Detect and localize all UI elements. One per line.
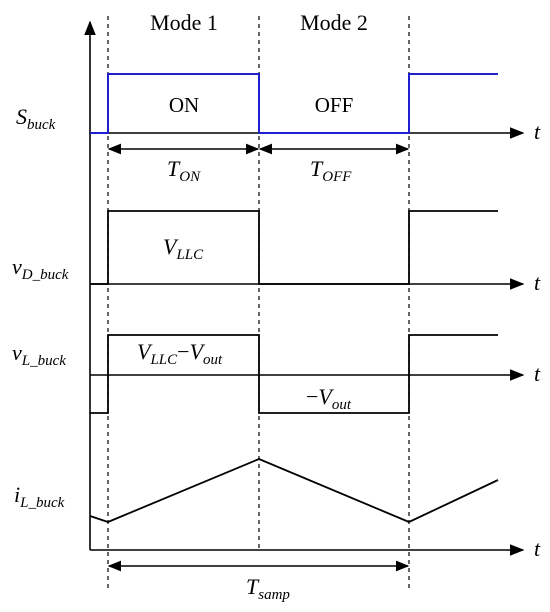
v-d-buck-axis-t: t	[534, 270, 541, 295]
mode-1-label: Mode 1	[150, 10, 218, 35]
on-state-label: ON	[169, 93, 199, 117]
s-buck-axis-t: t	[534, 119, 541, 144]
minus-vout-label: −Vout	[306, 384, 352, 413]
mode-2-label: Mode 2	[300, 10, 368, 35]
s-buck-switch-waveform	[90, 73, 498, 134]
v-d-buck-waveform	[90, 210, 498, 285]
v-llc-minus-vout-label: VLLC−Vout	[137, 339, 223, 368]
v-llc-label: VLLC	[163, 234, 204, 263]
t-on-label: TON	[167, 156, 201, 185]
v-d-buck-label: vD_buck	[12, 254, 69, 283]
s-buck-label: Sbuck	[16, 104, 56, 133]
i-l-buck-axis-t: t	[534, 536, 541, 561]
v-l-buck-label: vL_buck	[12, 340, 66, 369]
t-off-label: TOFF	[310, 156, 352, 185]
i-l-buck-label: iL_buck	[14, 482, 65, 511]
v-l-buck-axis-t: t	[534, 361, 541, 386]
v-l-buck-waveform	[90, 334, 498, 414]
t-samp-label: Tsamp	[246, 574, 290, 603]
i-l-buck-waveform	[89, 458, 499, 523]
off-state-label: OFF	[315, 93, 354, 117]
